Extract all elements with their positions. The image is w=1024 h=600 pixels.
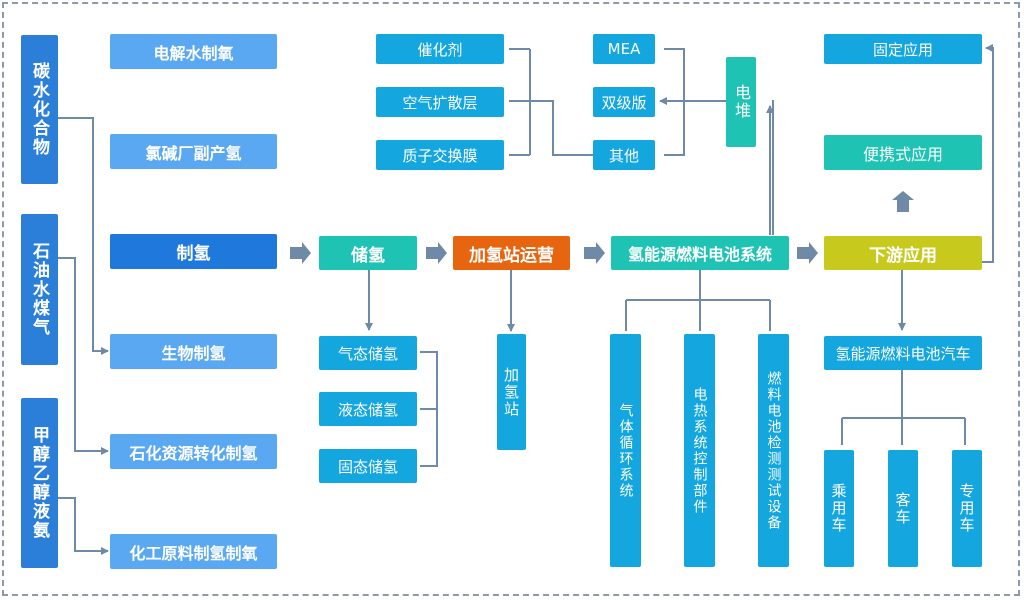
link-downstream-stationary — [982, 44, 994, 263]
raw-carbohydrate: 碳水化合物 — [21, 35, 58, 184]
stack-title: 电堆 — [726, 57, 756, 147]
storage-liquid: 液态储氢 — [319, 392, 417, 426]
stack-pem: 质子交换膜 — [376, 140, 504, 170]
fuel-cell-system: 氢能源燃料电池系统 — [611, 236, 789, 270]
tree-fuel-cell — [625, 270, 771, 331]
link-petroleum-petrochemical — [58, 257, 109, 455]
link-carbohydrate-biological — [58, 117, 109, 355]
arrow-main-2 — [426, 242, 447, 264]
link-methanol-chemical — [58, 497, 109, 555]
method-main: 制氢 — [110, 234, 277, 269]
stack-bipolar: 双级版 — [593, 87, 655, 117]
fuel-cell-thermal-control: 电热系统控制部件 — [684, 334, 715, 567]
storage-gas: 气态储氢 — [319, 336, 417, 370]
stack-mea: MEA — [593, 34, 655, 64]
downstream-passenger: 乘用车 — [824, 450, 854, 567]
arrow-main-4 — [797, 242, 818, 264]
stack-catalyst: 催化剂 — [376, 34, 504, 64]
station-station: 加氢站 — [497, 334, 526, 450]
method-chemical-feedstock: 化工原料制氢制氧 — [110, 534, 277, 569]
bracket-storage-types — [420, 351, 438, 467]
raw-petroleum: 石油水煤气 — [21, 214, 58, 365]
station-operation: 加氢站运营 — [453, 236, 570, 270]
downstream-title: 下游应用 — [824, 236, 982, 270]
storage-solid: 固态储氢 — [319, 449, 417, 483]
method-petrochemical: 石化资源转化制氢 — [110, 434, 277, 469]
arrow-up-portable — [892, 191, 914, 212]
link-other-materials — [530, 100, 593, 156]
downstream-portable: 便携式应用 — [824, 135, 982, 170]
downstream-stationary: 固定应用 — [824, 34, 982, 64]
method-biological: 生物制氢 — [110, 334, 277, 369]
tree-vehicles — [841, 370, 966, 445]
downstream-vehicle: 氢能源燃料电池汽车 — [824, 336, 982, 370]
fuel-cell-testing: 燃料电池检测测试设备 — [758, 334, 789, 567]
method-electrolysis: 电解水制氧 — [110, 34, 277, 69]
arrow-main-3 — [584, 242, 605, 264]
storage-title: 储氢 — [319, 236, 417, 270]
branch-stack-parts — [664, 48, 685, 156]
downstream-bus: 客车 — [888, 450, 918, 567]
fuel-cell-gas-circulation: 气体循环系统 — [610, 334, 641, 567]
arrow-main-1 — [290, 242, 311, 264]
stack-other: 其他 — [593, 140, 655, 170]
raw-methanol: 甲醇乙醇液氨 — [21, 398, 58, 568]
bracket-materials — [509, 48, 531, 156]
method-chlor-alkali: 氯碱厂副产氢 — [110, 134, 277, 169]
downstream-special: 专用车 — [952, 450, 982, 567]
stack-gdl: 空气扩散层 — [376, 87, 504, 117]
